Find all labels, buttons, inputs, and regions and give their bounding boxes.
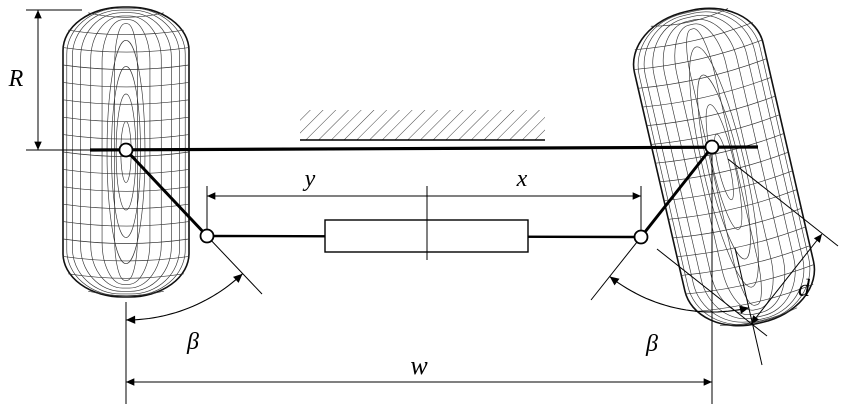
tie-rod-assembly <box>206 186 642 260</box>
left-kingpin-joint <box>118 142 134 158</box>
d-extension-lower <box>656 248 768 337</box>
right-tie-rod-joint <box>633 229 649 245</box>
dimension-w: w <box>125 155 713 404</box>
left-steering-arm <box>124 148 209 238</box>
beta-angle-right <box>609 276 750 314</box>
right-kingpin-joint <box>704 139 720 155</box>
right-wheel <box>632 7 816 327</box>
steering-arms <box>124 146 763 366</box>
label-beta-left: β <box>186 329 199 355</box>
label-segment-y: y <box>303 166 316 192</box>
dimension-xy: y x <box>206 166 642 230</box>
label-track-width: w <box>410 351 428 380</box>
dimension-d: d <box>656 158 839 337</box>
beta-angle-left <box>125 273 243 324</box>
d-dimension-line <box>750 233 823 325</box>
label-segment-x: x <box>516 166 528 192</box>
left-tie-rod-joint <box>199 228 215 244</box>
chassis-ground-hatch <box>300 110 545 141</box>
dimension-R: R <box>8 9 82 150</box>
axle-line <box>89 145 759 152</box>
left-arm-extension <box>206 235 263 295</box>
right-steering-arm <box>639 146 714 238</box>
joints <box>118 139 720 245</box>
label-radius: R <box>8 66 24 92</box>
right-arm-extension <box>590 236 642 301</box>
label-arm-length: d <box>798 276 811 302</box>
label-beta-right: β <box>645 331 658 357</box>
d-extension-upper <box>727 158 839 247</box>
